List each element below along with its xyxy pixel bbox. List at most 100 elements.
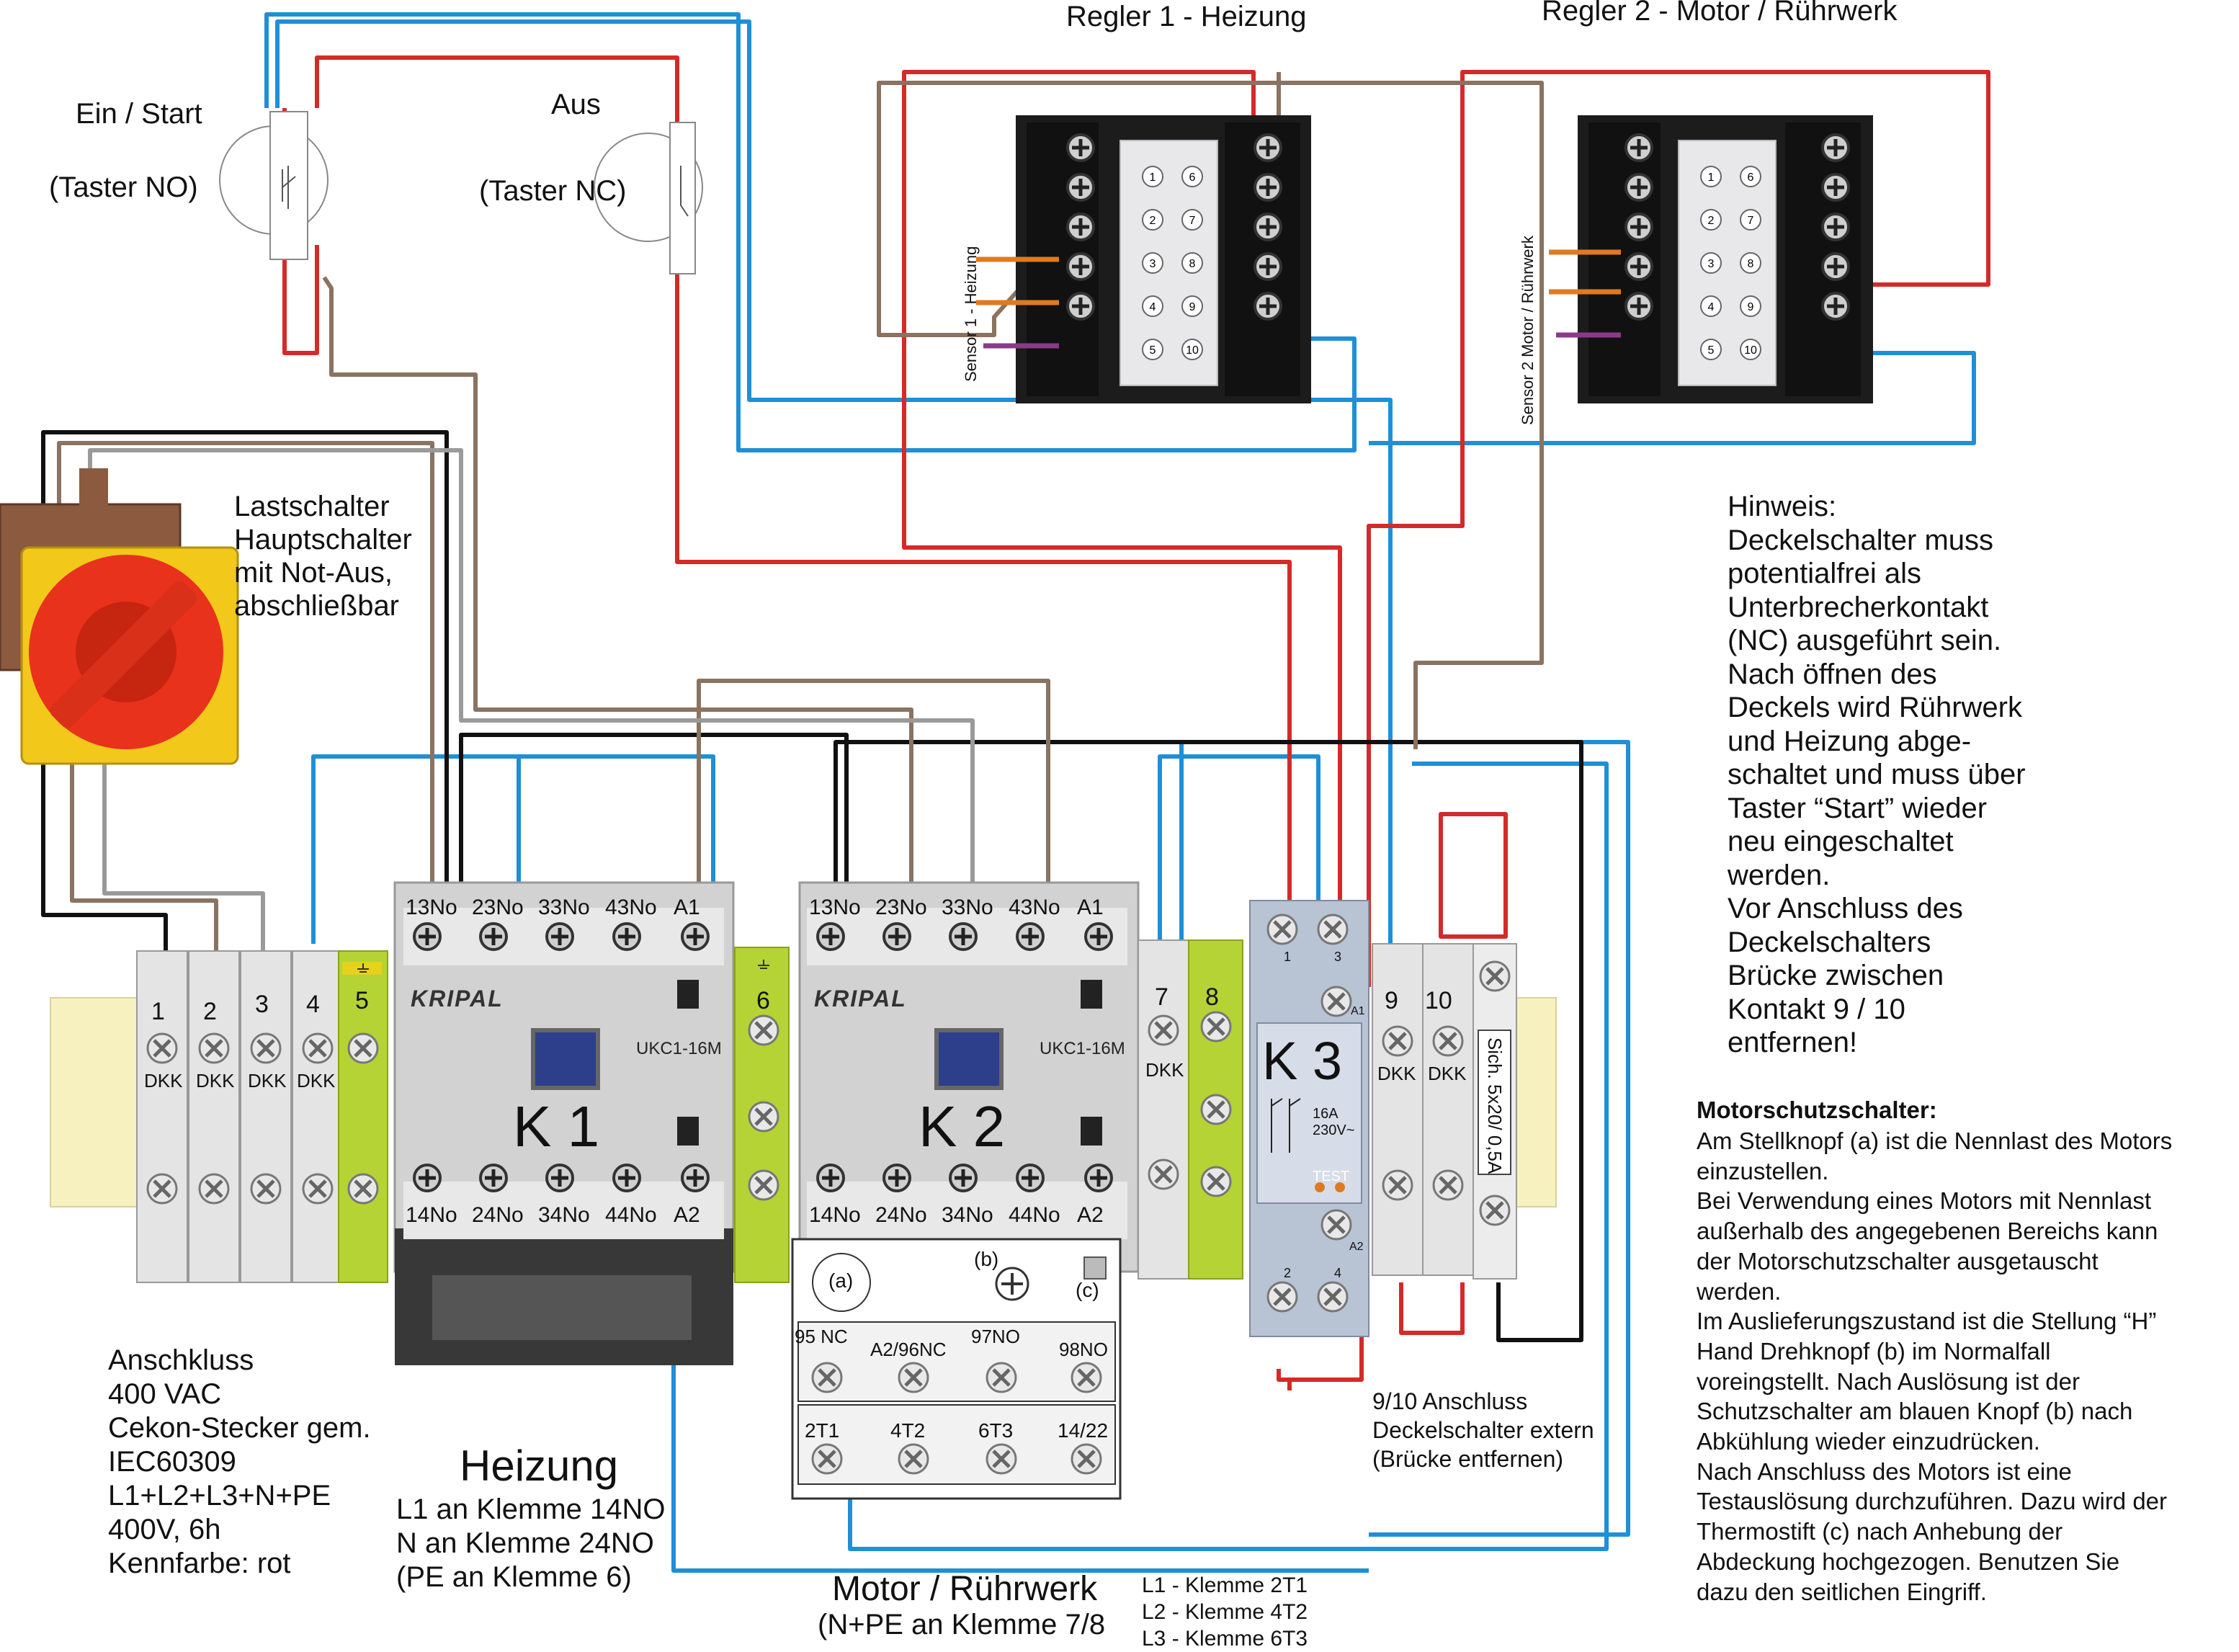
terminal-screw-top bbox=[303, 1034, 332, 1063]
motorschutz-line: Abkühlung wieder einzudrücken. bbox=[1697, 1428, 2040, 1455]
contactor-screw-top bbox=[884, 924, 910, 950]
k1-top-terminal: 43No bbox=[605, 896, 657, 919]
mp-screw-top bbox=[813, 1363, 841, 1392]
heizung-line: N an Klemme 24NO bbox=[396, 1527, 654, 1559]
hinweis-line: Unterbrecherkontakt bbox=[1728, 591, 1989, 623]
motorschutz-note: Am Stellknopf (a) ist die Nennlast des M… bbox=[1697, 1126, 2172, 1607]
terminal-screw-top bbox=[200, 1034, 228, 1063]
t8-screw-mid bbox=[1202, 1095, 1230, 1124]
hinweis-line: entfernen! bbox=[1728, 1027, 1858, 1058]
din-rail-right bbox=[1512, 997, 1557, 1207]
k2-top-terminal: 13No bbox=[809, 896, 861, 919]
blue-wire-4 bbox=[1158, 754, 1320, 944]
mp-term-97no: 97NO bbox=[971, 1326, 1020, 1347]
brown-wire-3 bbox=[322, 276, 913, 886]
ground-symbol bbox=[357, 963, 369, 973]
contactor-screw-top bbox=[1017, 924, 1043, 950]
contactor-screw-bottom bbox=[614, 1165, 640, 1191]
pe6-screw-top bbox=[749, 1016, 778, 1045]
motorschutz-line: dazu den seitlichen Eingriff. bbox=[1697, 1578, 1987, 1605]
mp-screw-bottom bbox=[813, 1445, 841, 1473]
controller2-left-terminal bbox=[1626, 293, 1652, 319]
blue-wire-6 bbox=[1369, 351, 1976, 445]
k2-brand: KRIPAL bbox=[814, 986, 907, 1012]
terminal-label-1: 1 bbox=[151, 998, 165, 1025]
k2-bottom-terminal: A2 bbox=[1077, 1203, 1104, 1227]
terminal-screw-bottom bbox=[303, 1174, 332, 1203]
dkk-10: DKK bbox=[1428, 1063, 1467, 1084]
dkk-7: DKK bbox=[1145, 1059, 1184, 1081]
contactor-screw-top bbox=[950, 924, 976, 950]
terminal-screw-bottom bbox=[148, 1174, 176, 1203]
k1-bottom-terminal: 14No bbox=[406, 1203, 457, 1227]
controller1-terminal-number: 4 bbox=[1150, 301, 1156, 313]
anschluss-line: 400V, 6h bbox=[108, 1514, 221, 1545]
hinweis-line: Taster “Start” wieder bbox=[1728, 792, 1988, 824]
controller2-terminal-number: 7 bbox=[1748, 215, 1754, 227]
k2-name: K 2 bbox=[919, 1094, 1006, 1158]
terminal-label-3: 3 bbox=[255, 991, 269, 1018]
t9-screw-top bbox=[1383, 1027, 1412, 1055]
controller2-terminal-number: 10 bbox=[1744, 344, 1757, 357]
controller1-terminal-number: 3 bbox=[1150, 258, 1156, 270]
deckel-line: 9/10 Anschluss bbox=[1372, 1388, 1528, 1414]
k3-pin-3: 3 bbox=[1334, 950, 1342, 964]
mp-screw-top bbox=[899, 1363, 928, 1392]
motorschutz-line: Testauslösung durchzuführen. Dazu wird d… bbox=[1697, 1488, 2168, 1515]
anschluss-line: 400 VAC bbox=[108, 1378, 222, 1410]
relay-k3 bbox=[1249, 900, 1369, 1337]
contactor-screw-top bbox=[818, 924, 844, 950]
hinweis-line: Kontakt 9 / 10 bbox=[1728, 993, 1905, 1025]
mp-screw-bottom bbox=[987, 1445, 1016, 1473]
k3-pin-2: 2 bbox=[1284, 1266, 1292, 1280]
main-switch bbox=[0, 468, 239, 765]
terminal-screw-top bbox=[349, 1034, 377, 1063]
controller1-right-terminal bbox=[1255, 135, 1281, 161]
k3-test-label: TEST bbox=[1313, 1169, 1350, 1184]
terminal-screw-bottom bbox=[200, 1174, 228, 1203]
red-wire-6 bbox=[1439, 812, 1508, 939]
motorschutz-line: außerhalb des angegebenen Bereichs kann bbox=[1697, 1218, 2158, 1245]
hinweis-line: potentialfrei als bbox=[1728, 558, 1922, 589]
controller2-terminal-number-badge bbox=[1700, 252, 1722, 274]
terminal-label-7: 7 bbox=[1155, 983, 1168, 1011]
brown-wire-1 bbox=[70, 756, 218, 958]
anschluss-line: Anschkluss bbox=[108, 1344, 254, 1376]
mp-term-4t2: 4T2 bbox=[890, 1419, 926, 1442]
pe-terminal-5 bbox=[338, 950, 388, 1283]
dkk-9: DKK bbox=[1377, 1063, 1416, 1084]
controller2-terminal-number-badge bbox=[1700, 339, 1722, 360]
deckel-line: (Brücke entfernen) bbox=[1372, 1446, 1564, 1472]
k3-screw-1 bbox=[1268, 915, 1297, 944]
contactor-screw-bottom bbox=[547, 1165, 573, 1191]
heizung-line: (PE an Klemme 6) bbox=[396, 1561, 632, 1593]
controller1-terminal-number: 7 bbox=[1189, 215, 1196, 227]
k1-top-terminal: 13No bbox=[406, 896, 457, 919]
controller2-terminal-number: 2 bbox=[1708, 215, 1715, 227]
contactor-screw-top bbox=[614, 924, 640, 950]
hinweis-line: Deckelschalter muss bbox=[1728, 524, 1994, 556]
anschluss-line: Kennfarbe: rot bbox=[108, 1548, 291, 1579]
controller1-left-terminal bbox=[1068, 254, 1094, 280]
controller1-terminal-number-badge bbox=[1142, 166, 1163, 187]
controller2-left-terminal bbox=[1626, 254, 1652, 280]
motorschutz-line: Hand Drehknopf (b) im Normalfall bbox=[1697, 1337, 2051, 1365]
red-wire-4 bbox=[1367, 70, 1990, 987]
controller1-terminal-number: 8 bbox=[1189, 258, 1196, 270]
k3-screw-2 bbox=[1268, 1282, 1297, 1311]
motorschutz-title: Motorschutzschalter: bbox=[1697, 1097, 1937, 1123]
stop-button-type: (Taster NC) bbox=[479, 175, 627, 207]
k2-top-terminal: 33No bbox=[942, 896, 993, 919]
blue-wire-1 bbox=[275, 19, 1393, 994]
terminal-screw-top bbox=[251, 1034, 280, 1063]
blue-wire-3 bbox=[517, 754, 715, 886]
controller2-terminal-number-badge bbox=[1740, 339, 1761, 360]
controller2-right-terminal bbox=[1823, 174, 1849, 200]
hinweis-line: und Heizung abge- bbox=[1728, 725, 1972, 757]
mp-screw-bottom bbox=[1072, 1445, 1101, 1473]
t10-screw-top bbox=[1434, 1027, 1462, 1055]
